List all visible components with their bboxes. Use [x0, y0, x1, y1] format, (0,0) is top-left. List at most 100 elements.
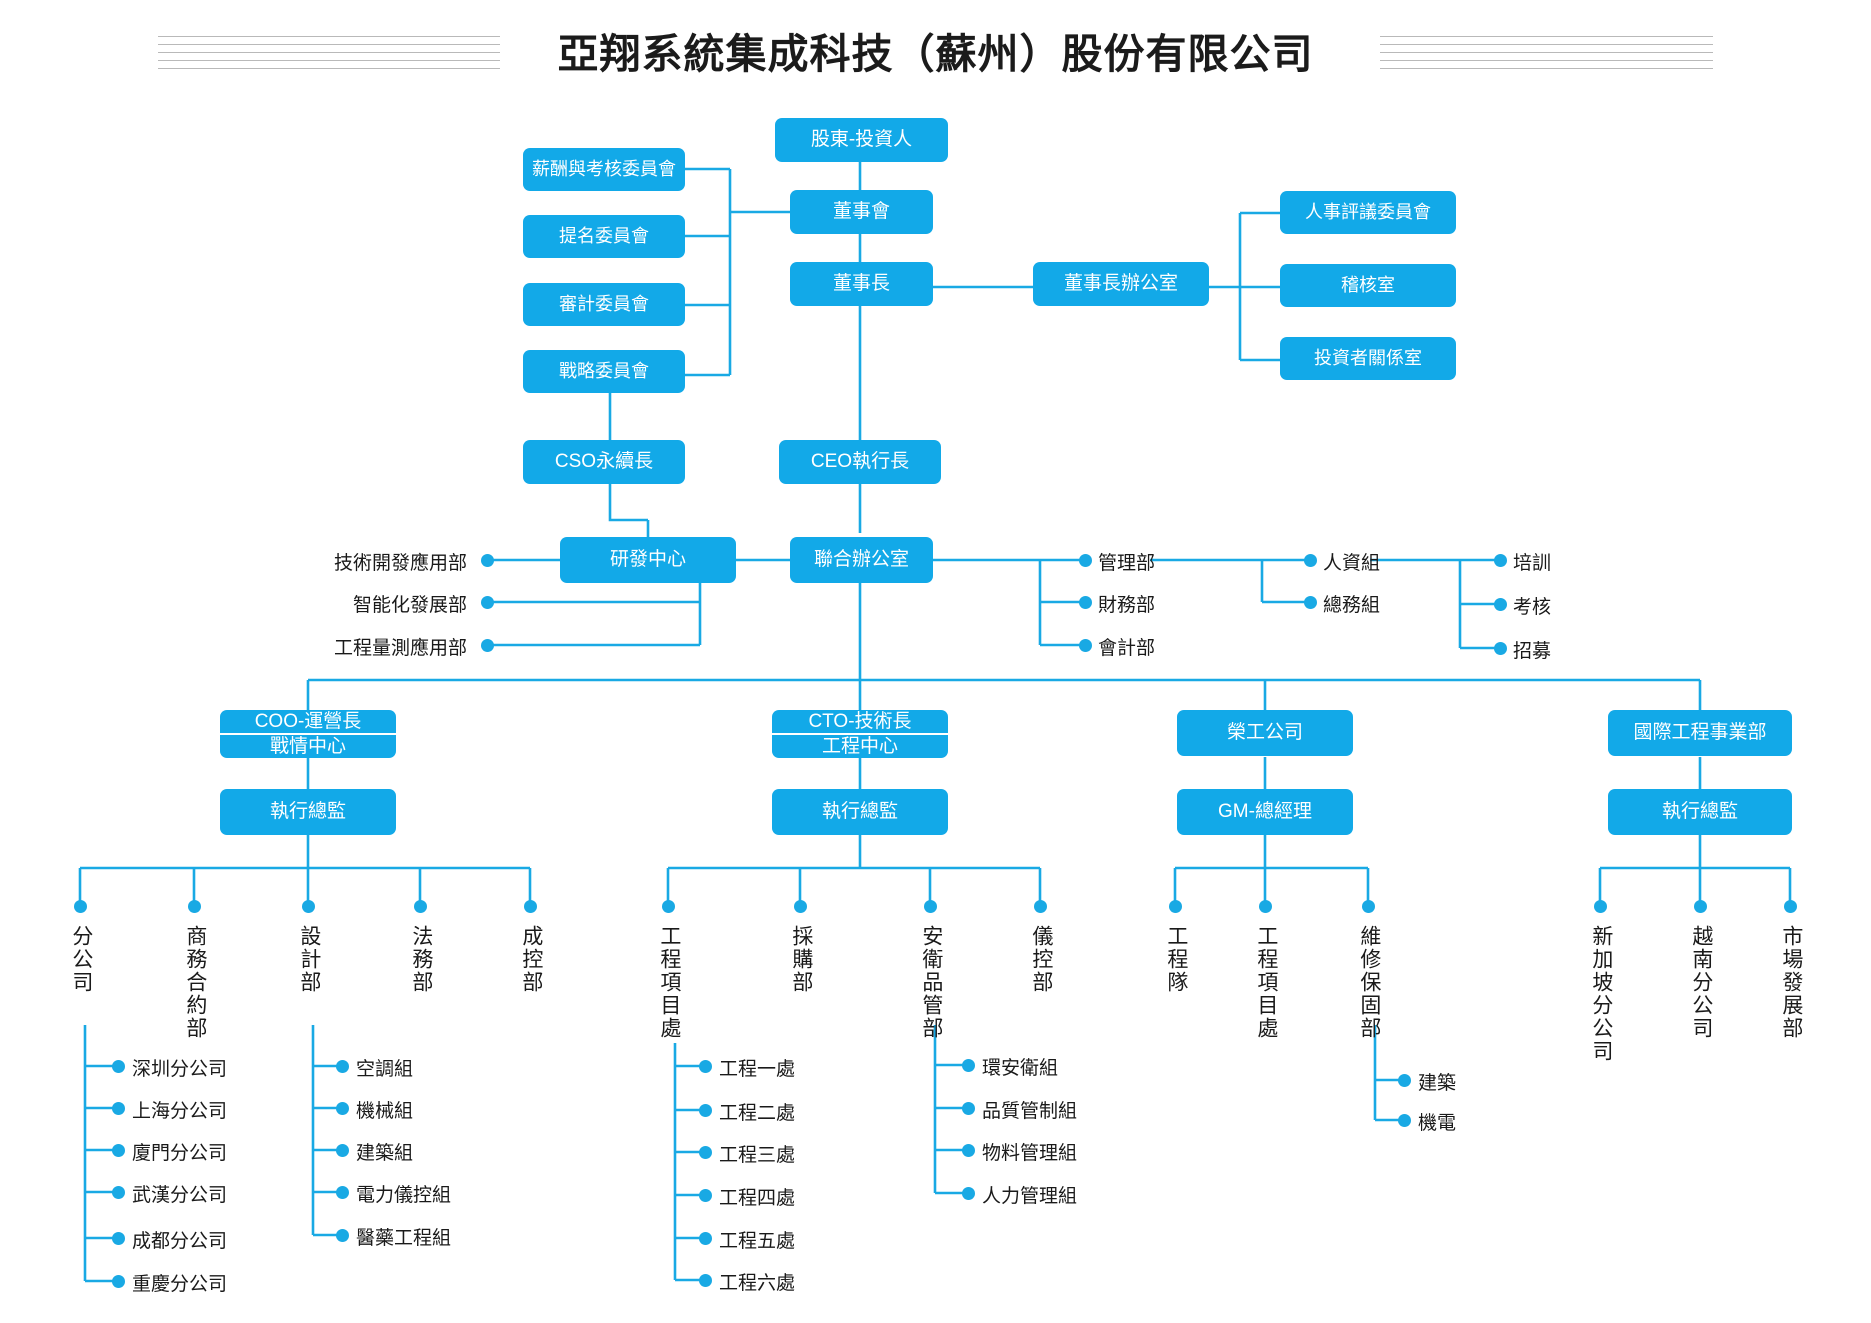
rongong-unit-1[interactable]: 工程項目處: [1254, 925, 1278, 1040]
node-chairman-office[interactable]: 董事長辦公室: [1033, 262, 1209, 306]
design-group-1[interactable]: 機械組: [356, 1101, 414, 1122]
qa-group-1[interactable]: 品質管制組: [982, 1101, 1078, 1122]
coo-unit-0[interactable]: 分公司: [69, 925, 93, 994]
rnd-dept-0[interactable]: 技術開發應用部: [333, 553, 467, 574]
rnd-dept-1[interactable]: 智能化發展部: [352, 595, 467, 616]
hr-function-0[interactable]: 培訓: [1513, 553, 1552, 574]
node-intl-division[interactable]: 國際工程事業部: [1608, 710, 1792, 756]
node-joint-office[interactable]: 聯合辦公室: [790, 537, 933, 583]
branch-company-4[interactable]: 成都分公司: [132, 1231, 228, 1252]
intl-unit-1[interactable]: 越南分公司: [1689, 925, 1713, 1040]
node-coo-director[interactable]: 執行總監: [220, 789, 396, 835]
branch-company-3[interactable]: 武漢分公司: [132, 1185, 228, 1206]
cto-unit-2[interactable]: 安衛品管部: [919, 925, 943, 1040]
bullet-dot: [1398, 1074, 1411, 1087]
design-group-0[interactable]: 空調組: [356, 1059, 414, 1080]
node-audit-office[interactable]: 稽核室: [1280, 264, 1456, 307]
project-office-4[interactable]: 工程五處: [719, 1231, 796, 1252]
branch-company-0[interactable]: 深圳分公司: [132, 1059, 228, 1080]
node-coo-subtitle: 戰情中心: [269, 735, 346, 757]
bullet-dot: [1494, 598, 1507, 611]
admin-group-0[interactable]: 人資組: [1323, 553, 1381, 574]
qa-group-2[interactable]: 物料管理組: [982, 1143, 1078, 1164]
node-rongong[interactable]: 榮工公司: [1177, 710, 1353, 756]
bullet-dot: [1259, 900, 1272, 913]
node-cso[interactable]: CSO永續長: [523, 440, 685, 484]
intl-unit-0[interactable]: 新加坡分公司: [1589, 925, 1613, 1063]
node-shareholder[interactable]: 股東-投資人: [775, 118, 948, 162]
node-intl-director[interactable]: 執行總監: [1608, 789, 1792, 835]
coo-unit-2[interactable]: 設計部: [297, 925, 321, 994]
hr-function-2[interactable]: 招募: [1513, 641, 1552, 662]
node-cto-subtitle: 工程中心: [821, 735, 898, 757]
coo-unit-1[interactable]: 商務合約部: [183, 925, 207, 1040]
node-cto-director[interactable]: 執行總監: [772, 789, 948, 835]
design-group-2[interactable]: 建築組: [356, 1143, 414, 1164]
design-group-4[interactable]: 醫藥工程組: [356, 1228, 452, 1249]
bullet-dot: [188, 900, 201, 913]
title-mask: [500, 26, 1380, 88]
node-investor-relations[interactable]: 投資者關係室: [1280, 337, 1456, 380]
bullet-dot: [112, 1186, 125, 1199]
joint-dept-1[interactable]: 財務部: [1098, 595, 1156, 616]
project-office-2[interactable]: 工程三處: [719, 1145, 796, 1166]
coo-unit-3[interactable]: 法務部: [409, 925, 433, 994]
qa-group-0[interactable]: 環安衛組: [982, 1058, 1059, 1079]
node-hr-review-committee[interactable]: 人事評議委員會: [1280, 191, 1456, 234]
node-cto[interactable]: CTO-技術長 工程中心: [772, 710, 948, 758]
project-office-3[interactable]: 工程四處: [719, 1188, 796, 1209]
bullet-dot: [962, 1059, 975, 1072]
cto-unit-1[interactable]: 採購部: [789, 925, 813, 994]
bullet-dot: [414, 900, 427, 913]
node-compensation-committee[interactable]: 薪酬與考核委員會: [523, 148, 685, 191]
bullet-dot: [699, 1104, 712, 1117]
title-rule-left: [158, 36, 503, 74]
bullet-dot: [112, 1275, 125, 1288]
bullet-dot: [1494, 642, 1507, 655]
page-title: 亞翔系統集成科技（蘇州）股份有限公司: [557, 31, 1314, 77]
branch-company-5[interactable]: 重慶分公司: [132, 1274, 228, 1295]
maintenance-group-1[interactable]: 機電: [1418, 1113, 1457, 1134]
node-rongong-gm[interactable]: GM-總經理: [1177, 789, 1353, 835]
node-rnd-center[interactable]: 研發中心: [560, 537, 736, 583]
cto-unit-0[interactable]: 工程項目處: [657, 925, 681, 1040]
bullet-dot: [699, 1232, 712, 1245]
node-coo[interactable]: COO-運營長 戰情中心: [220, 710, 396, 758]
bullet-dot: [481, 554, 494, 567]
node-chairman[interactable]: 董事長: [790, 262, 933, 306]
cto-unit-3[interactable]: 儀控部: [1029, 925, 1053, 994]
node-audit-committee[interactable]: 審計委員會: [523, 283, 685, 326]
maintenance-group-0[interactable]: 建築: [1418, 1073, 1457, 1094]
intl-unit-2[interactable]: 市場發展部: [1779, 925, 1803, 1040]
joint-dept-2[interactable]: 會計部: [1098, 638, 1156, 659]
node-ceo[interactable]: CEO執行長: [779, 440, 941, 484]
node-strategy-committee[interactable]: 戰略委員會: [523, 350, 685, 393]
rongong-unit-2[interactable]: 維修保固部: [1357, 925, 1381, 1040]
bullet-dot: [1169, 900, 1182, 913]
bullet-dot: [1594, 900, 1607, 913]
node-cto-title: CTO-技術長: [772, 710, 948, 735]
branch-company-2[interactable]: 廈門分公司: [132, 1143, 228, 1164]
branch-company-1[interactable]: 上海分公司: [132, 1101, 228, 1122]
bullet-dot: [336, 1186, 349, 1199]
bullet-dot: [112, 1232, 125, 1245]
hr-function-1[interactable]: 考核: [1513, 597, 1552, 618]
bullet-dot: [1494, 554, 1507, 567]
rnd-dept-2[interactable]: 工程量測應用部: [333, 638, 467, 659]
project-office-1[interactable]: 工程二處: [719, 1103, 796, 1124]
project-office-5[interactable]: 工程六處: [719, 1273, 796, 1294]
bullet-dot: [1079, 554, 1092, 567]
node-board[interactable]: 董事會: [790, 190, 933, 234]
node-nomination-committee[interactable]: 提名委員會: [523, 215, 685, 258]
bullet-dot: [524, 900, 537, 913]
admin-group-1[interactable]: 總務組: [1323, 595, 1381, 616]
bullet-dot: [962, 1102, 975, 1115]
design-group-3[interactable]: 電力儀控組: [356, 1185, 452, 1206]
bullet-dot: [1398, 1114, 1411, 1127]
project-office-0[interactable]: 工程一處: [719, 1059, 796, 1080]
qa-group-3[interactable]: 人力管理組: [982, 1186, 1078, 1207]
rongong-unit-0[interactable]: 工程隊: [1164, 925, 1188, 994]
bullet-dot: [481, 596, 494, 609]
joint-dept-0[interactable]: 管理部: [1098, 553, 1156, 574]
coo-unit-4[interactable]: 成控部: [519, 925, 543, 994]
